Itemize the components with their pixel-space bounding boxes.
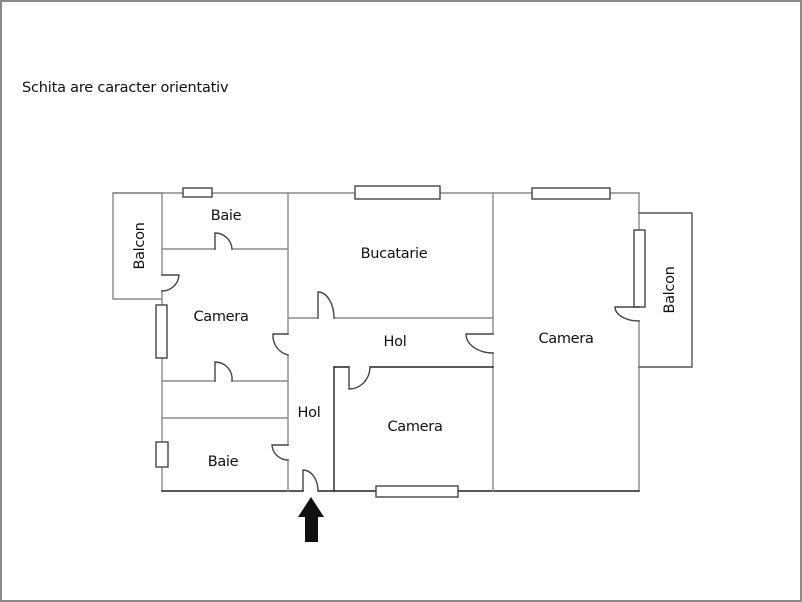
balcony-right	[638, 212, 693, 368]
window-camera-balcony	[633, 229, 646, 308]
window-baie-top	[182, 187, 213, 198]
room-label-camera-center: Camera	[387, 419, 442, 435]
doors	[161, 232, 640, 492]
interior-walls-dark	[333, 366, 494, 492]
window-camera-right	[531, 187, 611, 200]
room-label-bucatarie: Bucatarie	[361, 246, 428, 262]
room-label-camera-left: Camera	[193, 309, 248, 325]
door-entry	[302, 469, 319, 492]
window-bucatarie	[354, 185, 441, 200]
disclaimer-note: Schita are caracter orientativ	[22, 80, 229, 96]
room-label-balcon-right: Balcon	[662, 266, 678, 313]
windows	[155, 185, 646, 498]
room-label-hol-vertical: Hol	[298, 405, 321, 421]
interior-walls	[161, 192, 494, 492]
window-baie-bottom	[155, 441, 169, 468]
door-camera-right	[465, 333, 494, 354]
room-label-baie-bottom: Baie	[208, 454, 239, 470]
door-baie-bottom	[271, 444, 289, 461]
door-balcon-left	[161, 274, 180, 292]
room-label-balcon-left: Balcon	[132, 222, 148, 269]
room-label-hol-center: Hol	[384, 334, 407, 350]
door-baie-top	[214, 232, 233, 250]
window-camera-center	[375, 485, 459, 498]
room-label-camera-right: Camera	[538, 331, 593, 347]
door-balcon-right	[614, 306, 640, 322]
room-label-baie-top: Baie	[211, 208, 242, 224]
entrance-arrow-icon	[298, 497, 324, 542]
door-bucatarie	[317, 291, 335, 319]
door-camera-left	[272, 333, 289, 356]
window-camera-left	[155, 304, 168, 359]
door-camera-left-bottom	[214, 361, 233, 382]
door-camera-center	[348, 366, 371, 390]
